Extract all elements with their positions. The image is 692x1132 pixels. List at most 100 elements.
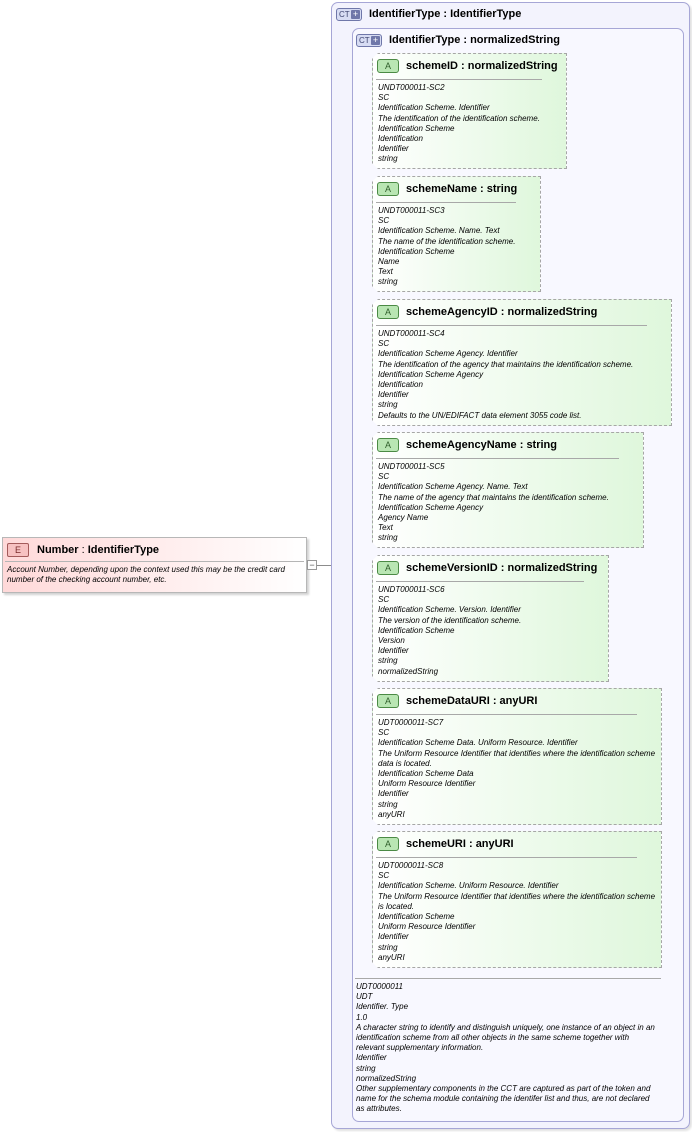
attribute-documentation: UNDT000011-SC2 SC Identification Scheme.… bbox=[378, 83, 562, 165]
attribute-documentation: UDT0000011-SC8 SC Identification Scheme.… bbox=[378, 861, 657, 963]
doc-line: The version of the identification scheme… bbox=[378, 615, 522, 625]
doc-line: string bbox=[356, 1063, 376, 1073]
attribute-scheme-agency-name[interactable]: A schemeAgencyName : string UNDT000011-S… bbox=[372, 432, 644, 548]
element-type: IdentifierType bbox=[87, 544, 160, 556]
attribute-badge-icon: A bbox=[377, 305, 399, 319]
complex-type-inner-title: IdentifierType : normalizedString bbox=[389, 34, 560, 46]
doc-line: Other supplementary components in the CC… bbox=[356, 1084, 651, 1114]
attribute-title: schemeID : normalizedString bbox=[406, 60, 558, 72]
attribute-divider bbox=[376, 79, 542, 80]
element-divider bbox=[5, 561, 304, 562]
element-number[interactable]: E Number : IdentifierType Account Number… bbox=[2, 537, 307, 593]
doc-line: Identification Scheme bbox=[378, 625, 455, 635]
doc-line: Identifier bbox=[378, 390, 409, 400]
doc-line: Identification Scheme Agency bbox=[378, 369, 484, 379]
attribute-header: A schemeAgencyID : normalizedString bbox=[377, 304, 597, 320]
doc-line: The identification of the identification… bbox=[378, 113, 540, 123]
doc-line: string bbox=[378, 277, 398, 287]
doc-line: string bbox=[378, 154, 398, 164]
doc-line: Version bbox=[378, 636, 405, 646]
collapse-toggle-button[interactable]: − bbox=[307, 560, 317, 570]
doc-line: UDT0000011-SC7 bbox=[378, 718, 444, 727]
doc-line: Identification Scheme Agency. Name. Text bbox=[378, 482, 528, 492]
doc-line: Identification bbox=[378, 134, 423, 144]
doc-line: UNDT000011-SC2 bbox=[378, 83, 445, 92]
attribute-header: A schemeURI : anyURI bbox=[377, 836, 514, 852]
attribute-badge-icon: A bbox=[377, 59, 399, 73]
doc-line: Identification bbox=[378, 380, 423, 390]
doc-line: Name bbox=[378, 257, 400, 267]
doc-line: SC bbox=[378, 216, 390, 226]
complex-type-badge-icon: CT+ bbox=[336, 7, 362, 21]
doc-line: SC bbox=[378, 595, 390, 605]
element-header: E Number : IdentifierType bbox=[7, 542, 159, 558]
doc-line: Identification Scheme Agency bbox=[378, 502, 484, 512]
element-badge-icon: E bbox=[7, 543, 29, 557]
complex-type-outer-header: CT+ IdentifierType : IdentifierType bbox=[336, 6, 521, 22]
doc-line: Identification Scheme bbox=[378, 123, 455, 133]
attribute-documentation: UNDT000011-SC5 SC Identification Scheme … bbox=[378, 462, 639, 544]
doc-line: Identification Scheme. Uniform Resource.… bbox=[378, 881, 559, 891]
doc-line: string bbox=[378, 799, 398, 809]
attribute-scheme-version-id[interactable]: A schemeVersionID : normalizedString UND… bbox=[372, 555, 609, 682]
attribute-scheme-id[interactable]: A schemeID : normalizedString UNDT000011… bbox=[372, 53, 567, 169]
complex-type-inner-divider bbox=[355, 978, 661, 979]
element-name: Number bbox=[37, 544, 79, 556]
doc-line: string bbox=[378, 533, 398, 543]
doc-line: Identification Scheme. Name. Text bbox=[378, 226, 500, 236]
attribute-divider bbox=[376, 325, 647, 326]
attribute-scheme-name[interactable]: A schemeName : string UNDT000011-SC3 SC … bbox=[372, 176, 541, 292]
attribute-divider bbox=[376, 581, 584, 582]
connector-collapse-to-type bbox=[317, 565, 331, 566]
doc-line: Identification Scheme bbox=[378, 912, 455, 922]
doc-line: The Uniform Resource Identifier that ide… bbox=[378, 748, 656, 768]
doc-line: Identifier. Type bbox=[356, 1002, 409, 1012]
attribute-title: schemeURI : anyURI bbox=[406, 838, 514, 850]
doc-line: Identification Scheme. Identifier bbox=[378, 103, 490, 113]
attribute-documentation: UNDT000011-SC3 SC Identification Scheme.… bbox=[378, 206, 536, 288]
doc-line: Identifier bbox=[356, 1053, 387, 1063]
doc-line: Defaults to the UN/EDIFACT data element … bbox=[378, 410, 582, 420]
attribute-divider bbox=[376, 458, 619, 459]
doc-line: Identification Scheme bbox=[378, 246, 455, 256]
doc-line: Uniform Resource Identifier bbox=[378, 922, 476, 932]
doc-line: string bbox=[378, 942, 398, 952]
doc-line: Agency Name bbox=[378, 513, 429, 523]
attribute-title: schemeDataURI : anyURI bbox=[406, 695, 538, 707]
doc-line: The name of the agency that maintains th… bbox=[378, 492, 609, 502]
complex-type-badge-icon: CT+ bbox=[356, 33, 382, 47]
doc-line: 1.0 bbox=[356, 1012, 368, 1022]
doc-line: string bbox=[378, 656, 398, 666]
doc-line: UNDT000011-SC4 bbox=[378, 329, 445, 338]
doc-line: A character string to identify and disti… bbox=[356, 1022, 655, 1053]
complex-type-outer-title: IdentifierType : IdentifierType bbox=[369, 8, 522, 20]
doc-line: Uniform Resource Identifier bbox=[378, 779, 476, 789]
attribute-title: schemeVersionID : normalizedString bbox=[406, 562, 598, 574]
attribute-divider bbox=[376, 714, 637, 715]
doc-line: normalizedString bbox=[356, 1073, 417, 1083]
complex-type-inner-header: CT+ IdentifierType : normalizedString bbox=[356, 32, 560, 48]
doc-line: UDT0000011 bbox=[356, 982, 403, 991]
attribute-documentation: UNDT000011-SC4 SC Identification Scheme … bbox=[378, 329, 667, 421]
doc-line: Identifier bbox=[378, 789, 409, 799]
attribute-title: schemeAgencyName : string bbox=[406, 439, 557, 451]
attribute-header: A schemeDataURI : anyURI bbox=[377, 693, 537, 709]
attribute-scheme-agency-id[interactable]: A schemeAgencyID : normalizedString UNDT… bbox=[372, 299, 672, 426]
doc-line: The name of the identification scheme. bbox=[378, 236, 516, 246]
attribute-header: A schemeAgencyName : string bbox=[377, 437, 557, 453]
doc-line: UDT bbox=[356, 992, 373, 1002]
attribute-title: schemeName : string bbox=[406, 183, 518, 195]
doc-line: SC bbox=[378, 472, 390, 482]
attribute-scheme-uri[interactable]: A schemeURI : anyURI UDT0000011-SC8 SC I… bbox=[372, 831, 662, 968]
plus-icon: + bbox=[351, 8, 360, 19]
attribute-badge-icon: A bbox=[377, 561, 399, 575]
doc-line: Text bbox=[378, 267, 393, 277]
attribute-header: A schemeID : normalizedString bbox=[377, 58, 558, 74]
complex-type-inner-documentation: UDT0000011 UDT Identifier. Type 1.0 A ch… bbox=[356, 982, 656, 1115]
attribute-scheme-data-uri[interactable]: A schemeDataURI : anyURI UDT0000011-SC7 … bbox=[372, 688, 662, 825]
attribute-badge-icon: A bbox=[377, 182, 399, 196]
doc-line: Identification Scheme Agency. Identifier bbox=[378, 349, 518, 359]
attribute-header: A schemeVersionID : normalizedString bbox=[377, 560, 597, 576]
doc-line: Text bbox=[378, 523, 393, 533]
doc-line: UNDT000011-SC6 bbox=[378, 585, 445, 594]
